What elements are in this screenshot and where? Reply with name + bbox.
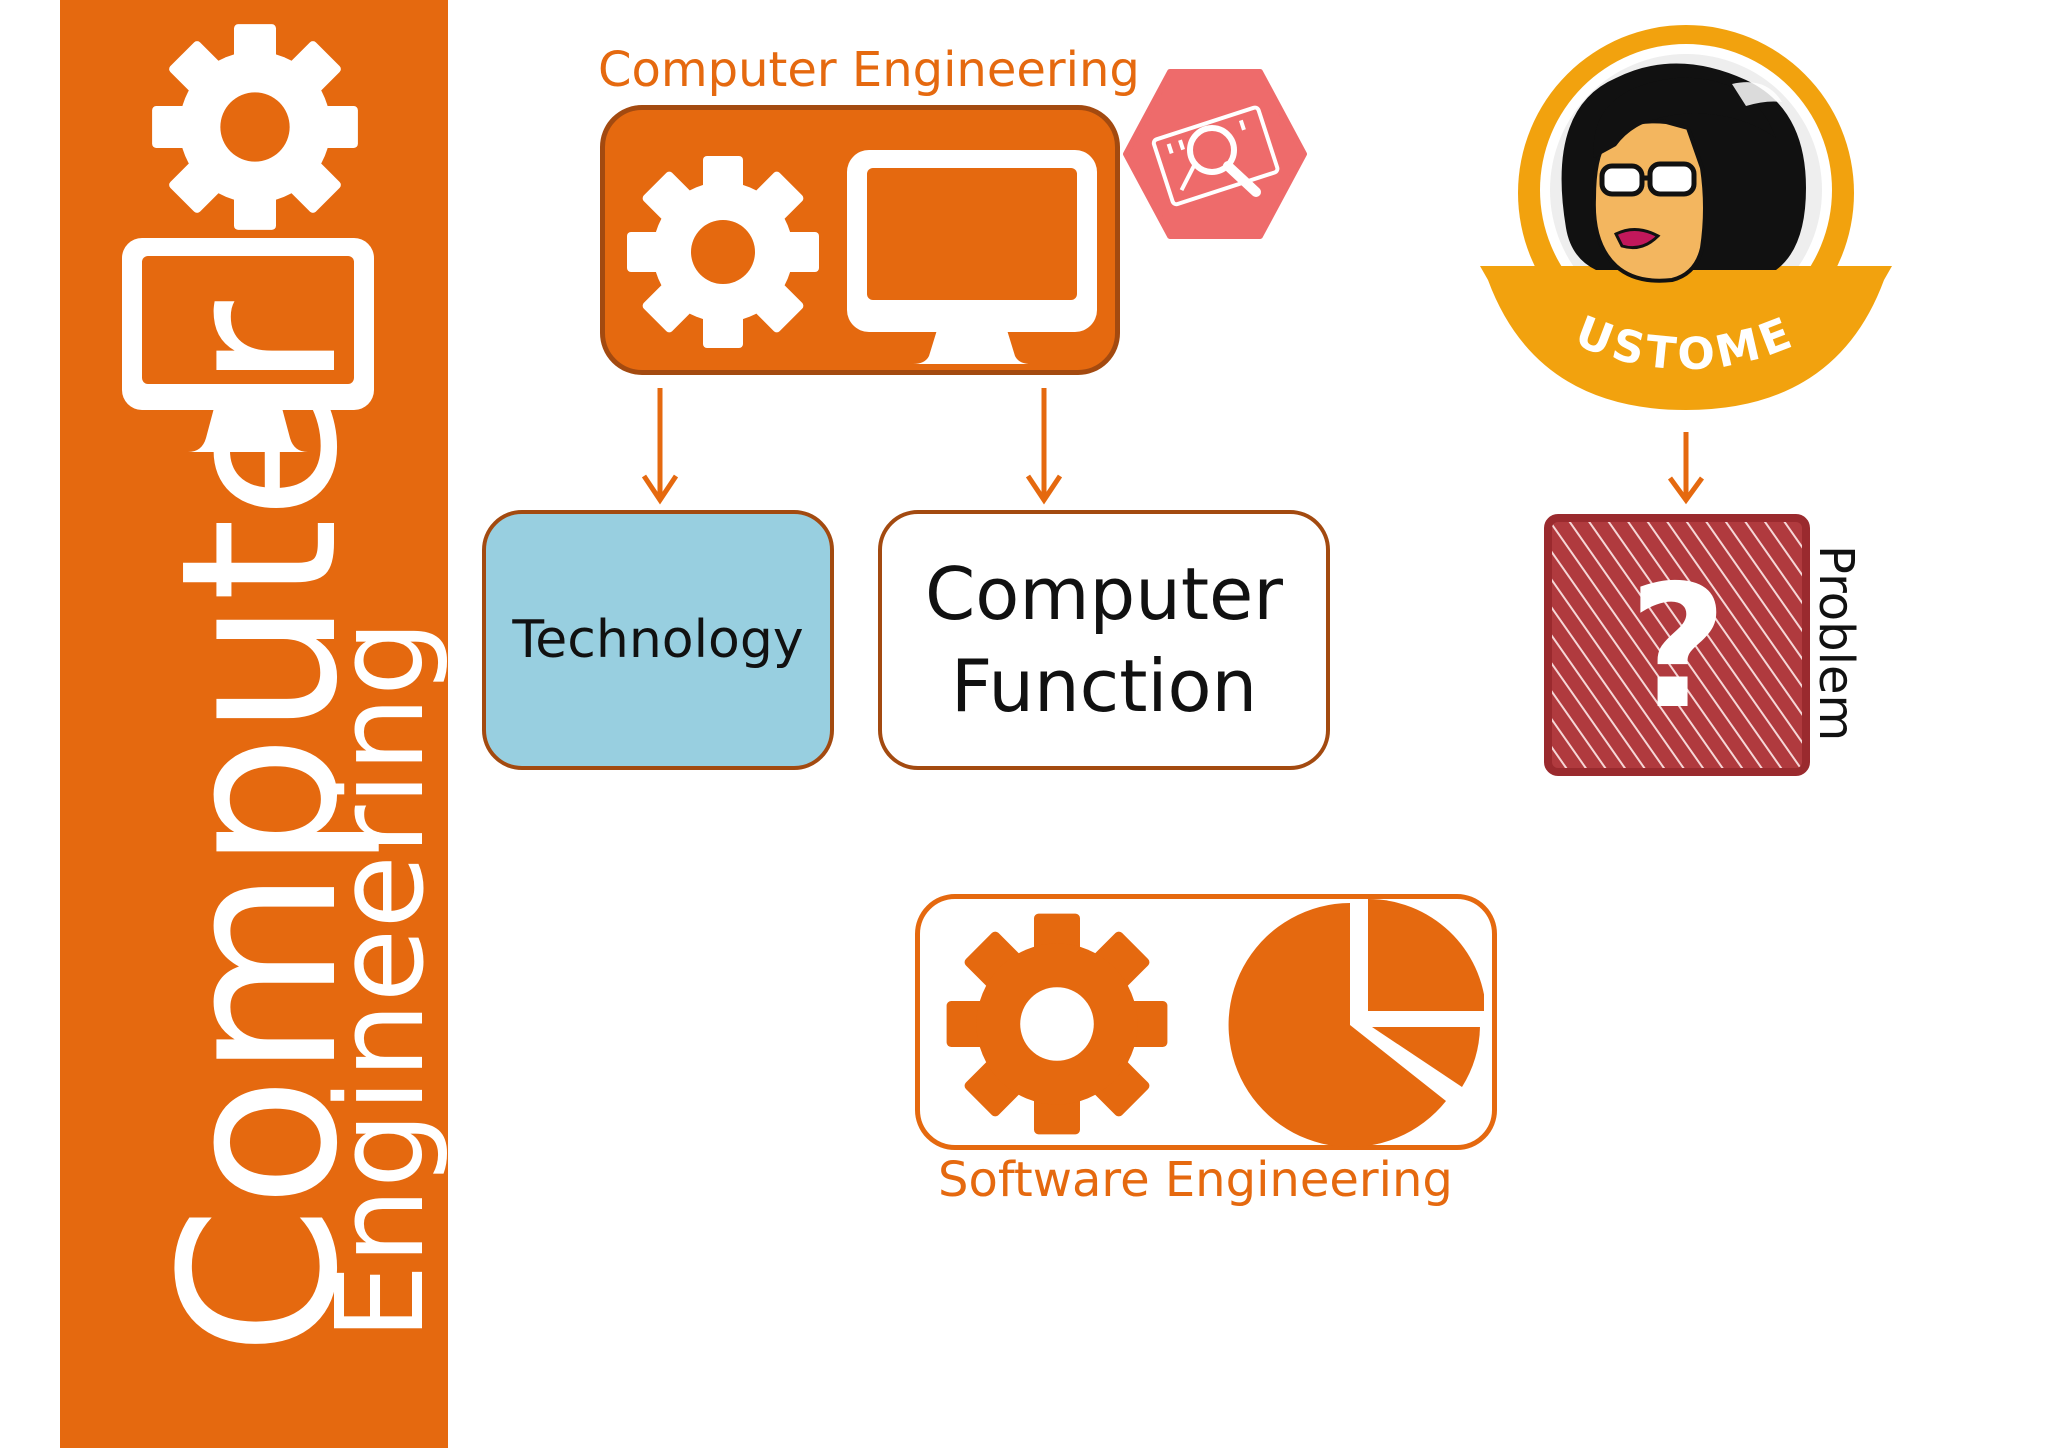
analysis-badge-icon (1123, 69, 1307, 239)
monitor-icon (847, 150, 1097, 364)
gear-icon (152, 24, 358, 230)
arrow-to-technology (641, 388, 679, 505)
sidebar-subtitle: Engineering (312, 620, 451, 1340)
monitor-icon (122, 238, 374, 452)
technology-box: Technology (482, 510, 834, 770)
computer-function-line1: Computer (925, 551, 1283, 636)
arrow-to-problem (1667, 432, 1705, 505)
computer-engineering-box (600, 105, 1120, 375)
sidebar: Computer Engineering (60, 0, 451, 1448)
problem-box: ? (1544, 514, 1810, 776)
gear-icon (627, 156, 819, 348)
question-mark-icon: ? (1629, 549, 1728, 747)
arrow-to-computer-function (1025, 388, 1063, 505)
computer-function-box: Computer Function (878, 510, 1330, 770)
gear-icon (946, 913, 1168, 1135)
technology-label: Technology (512, 610, 804, 670)
software-engineering-label: Software Engineering (938, 1152, 1453, 1208)
pie-chart-icon (1228, 898, 1484, 1147)
customer-badge-icon: CUSTOMER (1476, 18, 1892, 410)
computer-function-line2: Function (950, 644, 1258, 728)
software-engineering-box (915, 894, 1497, 1150)
problem-label: Problem (1808, 545, 1864, 742)
computer-engineering-label: Computer Engineering (598, 42, 1140, 98)
